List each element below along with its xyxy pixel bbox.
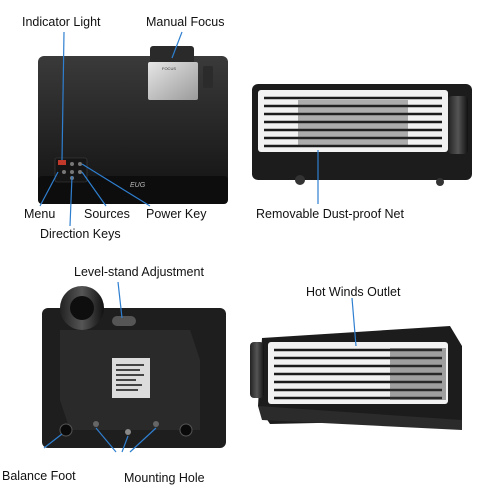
indicator-light-icon xyxy=(58,160,66,165)
focus-marking: FOCUS xyxy=(162,66,176,71)
projector-side-view xyxy=(252,84,472,186)
callout-lines xyxy=(39,31,357,453)
balance-foot-icon xyxy=(59,423,73,437)
label-level-stand-adjustment: Level-stand Adjustment xyxy=(74,265,204,279)
lens-icon xyxy=(448,96,468,154)
label-menu: Menu xyxy=(24,207,56,221)
label-hot-winds-outlet: Hot Winds Outlet xyxy=(306,285,401,299)
label-removable-dust-proof-net: Removable Dust-proof Net xyxy=(256,207,404,221)
level-stand-knob xyxy=(112,316,136,326)
projector-top-view: FOCUS EUG xyxy=(38,46,228,204)
label-indicator-light: Indicator Light xyxy=(22,15,101,29)
mounting-hole-icon xyxy=(93,421,99,427)
label-direction-keys: Direction Keys xyxy=(40,227,121,241)
label-sources: Sources xyxy=(84,207,130,221)
label-balance-foot: Balance Foot xyxy=(2,469,76,483)
label-manual-focus: Manual Focus xyxy=(146,15,225,29)
brand-logo: EUG xyxy=(130,182,146,189)
label-mounting-hole: Mounting Hole xyxy=(124,471,205,485)
focus-dial xyxy=(148,62,198,100)
projector-angled-view xyxy=(250,326,462,430)
projector-bottom-view xyxy=(42,286,226,448)
label-power-key: Power Key xyxy=(146,207,207,221)
